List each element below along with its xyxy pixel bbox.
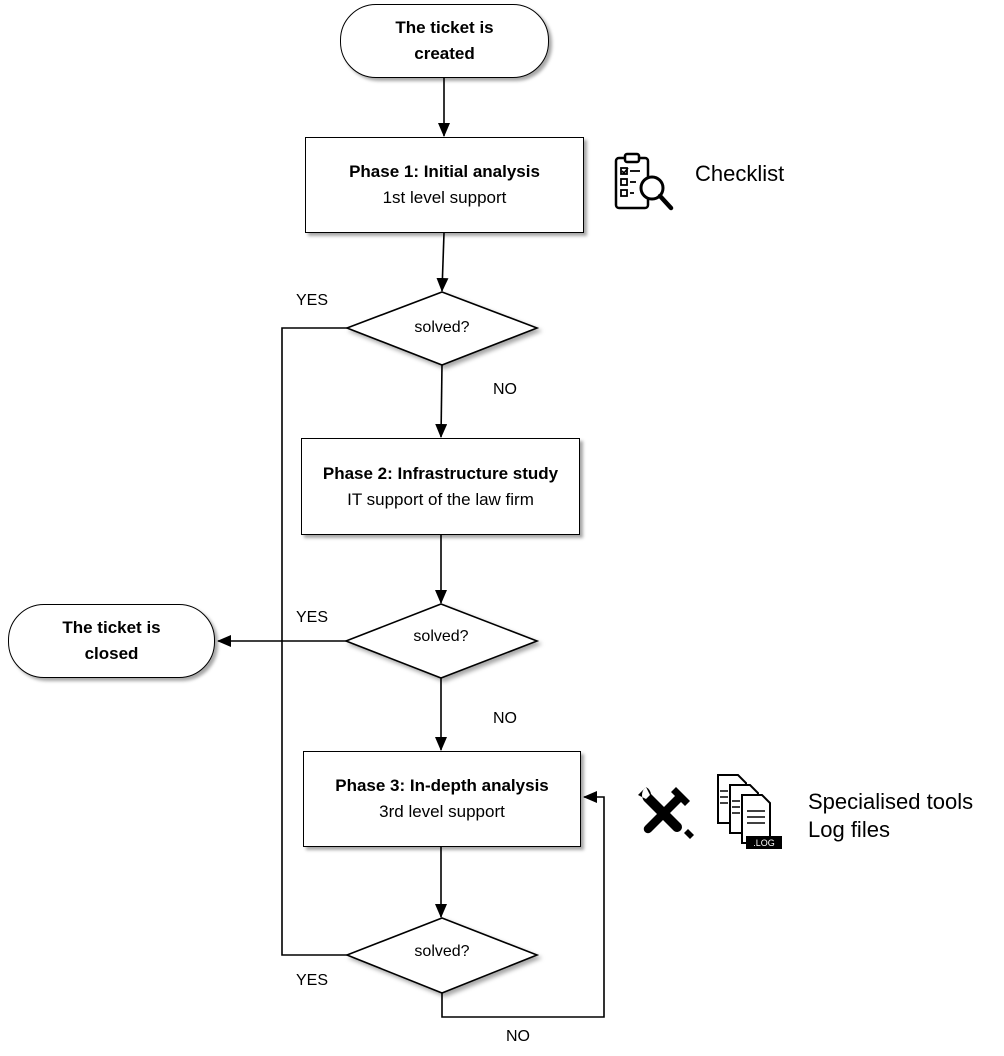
phase3-subtitle: 3rd level support [379,802,505,821]
log-badge-text: .LOG [753,838,775,848]
end-line2: closed [84,644,139,663]
decision2-label: solved? [413,628,469,645]
wrench-hammer-icon [638,787,694,839]
yes-label-decision2: YES [296,609,329,626]
phase2-subtitle: IT support of the law firm [347,489,534,509]
arrow-decision3-no-loop [441,791,605,1018]
start-line2: created [414,44,475,63]
decision3-label: solved? [414,943,470,960]
checklist-label: Checklist [695,161,785,186]
start-line1: The ticket is [395,18,494,37]
connector-decision1-yes [281,327,348,641]
yes-label-decision1: YES [296,292,329,309]
clipboard-magnifier-icon [614,152,674,211]
phase1-subtitle: 1st level support [382,188,507,207]
no-label-decision1: NO [493,381,517,398]
phase1-title: Phase 1: Initial analysis [349,162,540,181]
no-label-decision3: NO [506,1028,530,1045]
no-label-decision2: NO [493,710,517,727]
end-terminal: The ticket is closed [8,604,215,678]
yes-label-decision3: YES [296,972,329,989]
decision1-label: solved? [414,319,470,336]
tools-label: Specialised tools [808,789,974,814]
decision3-diamond [344,917,540,994]
phase2-title: Phase 2: Infrastructure study [322,463,559,483]
phase1-box: Phase 1: Initial analysis 1st level supp… [305,137,584,233]
end-line1: The ticket is [62,618,161,637]
phase3-title: Phase 3: In-depth analysis [335,776,549,795]
log-files-icon: .LOG [717,774,782,849]
phase2-box: Phase 2: Infrastructure study IT support… [301,438,580,535]
decision2-diamond [343,603,540,679]
arrow-phase1-to-decision1 [436,232,449,292]
decision1-diamond [344,291,540,366]
start-terminal: The ticket is created [340,4,549,78]
phase3-box: Phase 3: In-depth analysis 3rd level sup… [303,751,581,847]
logs-label: Log files [808,817,890,842]
arrow-decision1-to-phase2 [435,364,448,438]
connector-decision3-yes [281,641,348,956]
